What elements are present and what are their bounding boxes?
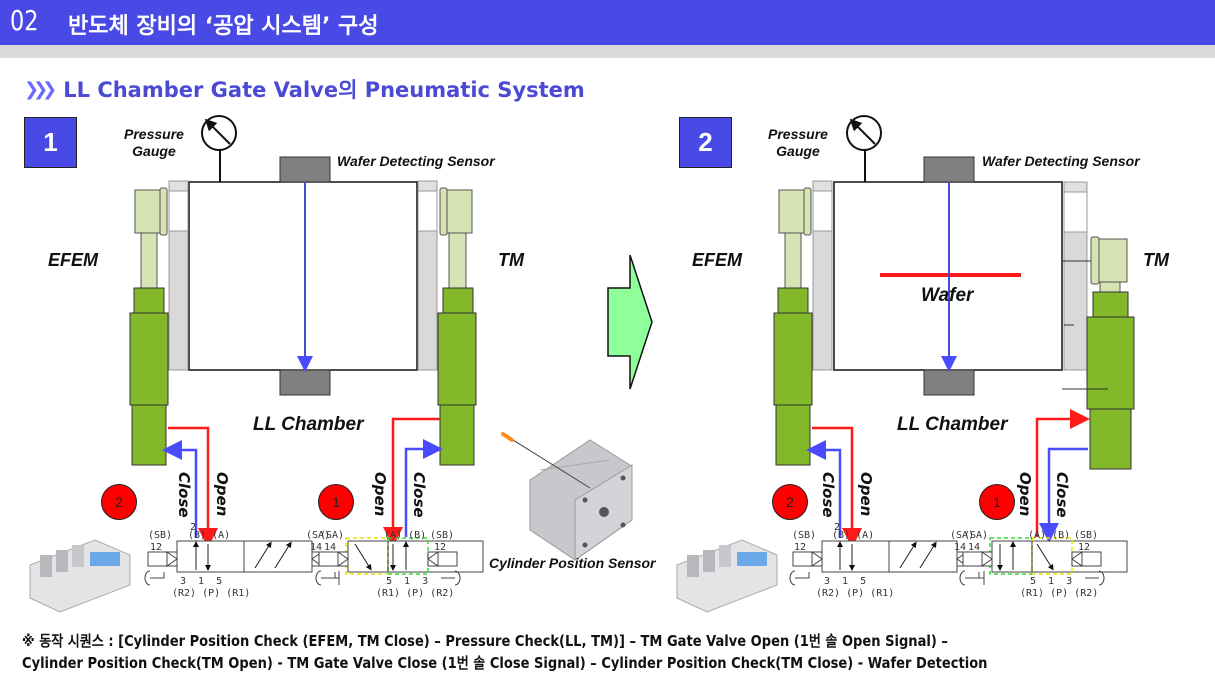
ll-chamber-label: LL Chamber: [897, 414, 1008, 435]
port-label: (SB): [148, 530, 172, 541]
port-label: (B) (A): [188, 530, 230, 541]
port-label: 12: [150, 542, 162, 553]
port-label: 2: [190, 522, 196, 533]
efem-cylinder: [129, 187, 169, 466]
cylinder-position-sensor-image: [501, 432, 633, 561]
panel-2-badge: 2: [679, 117, 732, 168]
valve-number-badge: 1: [318, 484, 354, 520]
pressure-gauge-label: Pressure Gauge: [124, 126, 184, 159]
port-label: 14: [310, 542, 322, 553]
solenoid-valve-1: [315, 537, 484, 586]
panel-1-badge: 1: [24, 117, 77, 168]
ll-chamber-box: [188, 181, 418, 371]
section-number: 02: [10, 4, 39, 37]
close-label: Close: [819, 472, 837, 518]
port-label: (SB): [430, 530, 454, 541]
sequence-line-2: Cylinder Position Check(TM Open) - TM Ga…: [22, 654, 988, 672]
wafer-sensor-top: [279, 156, 331, 183]
wafer-sensor-bottom: [923, 369, 975, 396]
open-label: Open: [371, 472, 389, 517]
open-line: [168, 426, 218, 548]
section-title: LL Chamber Gate Valve의 Pneumatic System: [63, 78, 585, 102]
pressure-gauge-label: Pressure Gauge: [768, 126, 828, 159]
port-label: (SA): [306, 530, 330, 541]
valve-number-badge: 2: [772, 484, 808, 520]
port-label: (A) (B): [384, 530, 426, 541]
port-label: 3 1 5: [824, 576, 866, 587]
port-label: 12: [1078, 542, 1090, 553]
wafer-sensor-top: [923, 156, 975, 183]
port-label: (SA): [964, 530, 988, 541]
transition-arrow-icon: [607, 254, 653, 390]
efem-cylinder: [773, 187, 813, 466]
port-label: (A) (B): [1028, 530, 1070, 541]
wafer-label: Wafer: [921, 285, 974, 306]
close-line: [806, 440, 842, 538]
port-label: (R2) (P) (R1): [172, 588, 250, 599]
cylinder-sensor-label: Cylinder Position Sensor: [489, 555, 656, 571]
ll-chamber-label: LL Chamber: [253, 414, 364, 435]
port-label: 3 1 5: [180, 576, 222, 587]
header-divider: [0, 45, 1215, 58]
section-heading: ❯❯❯ LL Chamber Gate Valve의 Pneumatic Sys…: [24, 74, 585, 104]
close-label: Close: [175, 472, 193, 518]
open-line: [812, 426, 862, 548]
efem-label: EFEM: [48, 250, 99, 270]
port-label: 14: [954, 542, 966, 553]
port-label: (B) (A): [832, 530, 874, 541]
panel-2: [773, 115, 1135, 586]
triple-chevron-icon: ❯❯❯: [24, 78, 57, 100]
port-label: 12: [794, 542, 806, 553]
tm-cylinder: [1062, 236, 1135, 470]
pressure-gauge-icon: [201, 115, 237, 182]
panel-1: [129, 115, 484, 586]
tm-label: TM: [498, 250, 524, 270]
sequence-prefix: ※ 동작 시퀀스 :: [22, 632, 114, 650]
close-line: [404, 439, 443, 537]
wafer-sensor-label: Wafer Detecting Sensor: [982, 153, 1140, 169]
sequence-line-1: ※ 동작 시퀀스 : [Cylinder Position Check (EFE…: [22, 632, 948, 650]
close-line: [1039, 447, 1088, 543]
open-line: [1035, 409, 1090, 537]
port-label: 5 1 3: [1030, 576, 1072, 587]
port-label: 2: [834, 522, 840, 533]
tm-label: TM: [1143, 250, 1169, 270]
port-label: (R1) (P) (R2): [1020, 588, 1098, 599]
operation-sequence: ※ 동작 시퀀스 : [Cylinder Position Check (EFE…: [22, 630, 1197, 674]
port-label: (R1) (P) (R2): [376, 588, 454, 599]
open-label: Open: [1016, 472, 1034, 517]
port-label: (R2) (P) (R1): [816, 588, 894, 599]
open-line: [383, 417, 440, 547]
port-label: 5 1 3: [386, 576, 428, 587]
port-label: (SA): [950, 530, 974, 541]
port-label: 12: [434, 542, 446, 553]
pressure-gauge-icon: [846, 115, 882, 182]
valve-manifold-image: [29, 539, 131, 613]
close-label: Close: [1053, 472, 1071, 518]
valve-number-badge: 1: [979, 484, 1015, 520]
open-label: Open: [213, 472, 231, 517]
open-label: Open: [857, 472, 875, 517]
port-label: 14: [324, 542, 336, 553]
port-label: 14: [968, 542, 980, 553]
port-label: (SB): [792, 530, 816, 541]
efem-label: EFEM: [692, 250, 743, 270]
valve-manifold-image: [676, 539, 778, 613]
solenoid-valve-1: [959, 537, 1128, 586]
close-line: [162, 440, 198, 538]
close-label: Close: [410, 472, 428, 518]
slide-title: 반도체 장비의 ‘공압 시스템’ 구성: [68, 14, 379, 39]
wafer-sensor-label: Wafer Detecting Sensor: [337, 153, 495, 169]
valve-number-badge: 2: [101, 484, 137, 520]
tm-cylinder: [437, 187, 477, 466]
port-label: (SB): [1074, 530, 1098, 541]
port-label: (SA): [320, 530, 344, 541]
slide-header: 02 반도체 장비의 ‘공압 시스템’ 구성: [0, 0, 1215, 45]
wafer-sensor-bottom: [279, 369, 331, 396]
